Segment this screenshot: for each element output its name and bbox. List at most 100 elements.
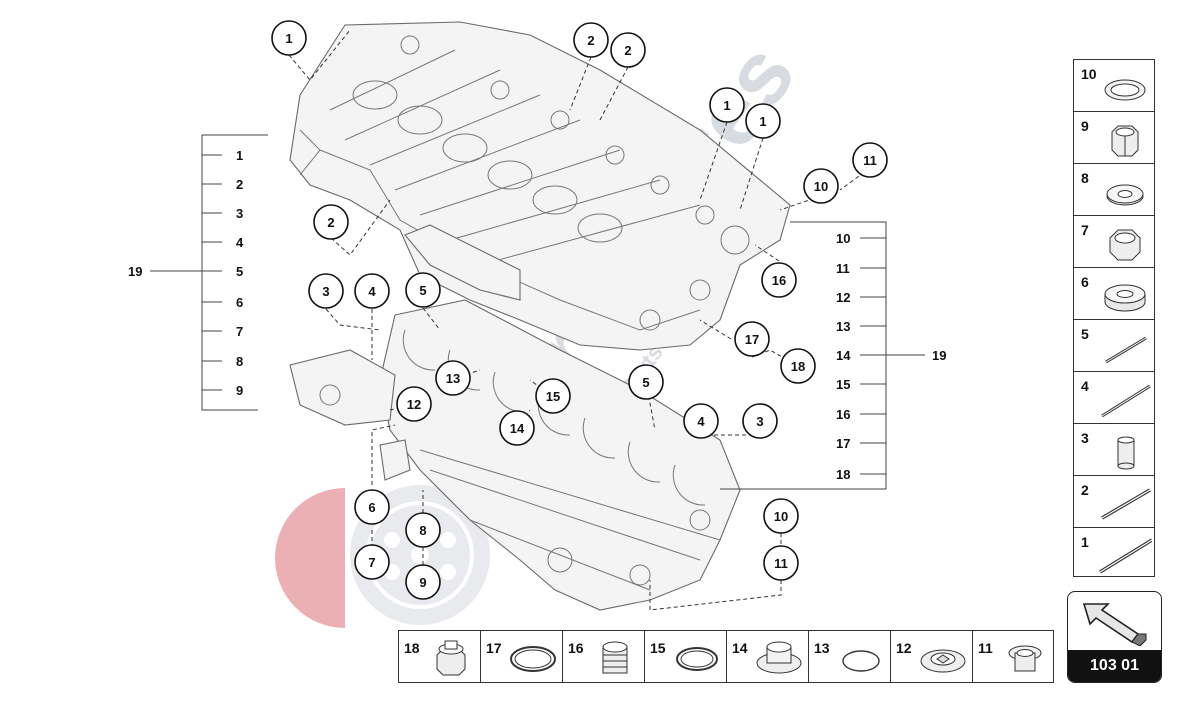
part-cell-3[interactable]: 3	[1074, 424, 1154, 476]
svg-text:3: 3	[322, 284, 329, 299]
svg-text:10: 10	[774, 509, 788, 524]
part-number: 9	[1081, 118, 1089, 134]
stud-bolt-short-icon	[1105, 336, 1147, 364]
svg-text:3: 3	[756, 414, 763, 429]
svg-text:13: 13	[446, 371, 460, 386]
callout-4[interactable]: 4	[683, 403, 719, 439]
svg-text:7: 7	[368, 555, 375, 570]
part-cell-6[interactable]: 6	[1074, 268, 1154, 320]
callout-12[interactable]: 12	[396, 386, 432, 422]
callout-1[interactable]: 1	[709, 87, 745, 123]
right-group-item: 18	[836, 467, 850, 482]
back-arrow-icon[interactable]	[1076, 598, 1156, 646]
part-number: 16	[568, 640, 584, 656]
svg-text:2: 2	[624, 43, 631, 58]
left-group-item: 7	[236, 324, 243, 339]
flat-washer-ring-icon	[1104, 79, 1146, 101]
callout-7[interactable]: 7	[354, 544, 390, 580]
part-cell-18[interactable]: 18	[399, 631, 481, 682]
part-cell-2[interactable]: 2	[1074, 476, 1154, 528]
part-number: 5	[1081, 326, 1089, 342]
part-cell-7[interactable]: 7	[1074, 216, 1154, 268]
callout-17[interactable]: 17	[734, 321, 770, 357]
hex-nut-icon	[1111, 125, 1139, 157]
right-group-items: 10 11 12 13 14 15 16 17 18	[836, 231, 851, 482]
part-cell-12[interactable]: 12	[891, 631, 973, 682]
seal-ring-icon	[842, 650, 880, 672]
right-group-item: 10	[836, 231, 850, 246]
part-cell-14[interactable]: 14	[727, 631, 809, 682]
callout-10[interactable]: 10	[803, 168, 839, 204]
navigation-box[interactable]: 103 01	[1067, 591, 1162, 683]
part-cell-8[interactable]: 8	[1074, 164, 1154, 216]
callout-9[interactable]: 9	[405, 564, 441, 600]
right-group-item: 14	[836, 348, 851, 363]
part-number: 4	[1081, 378, 1089, 394]
callout-3[interactable]: 3	[308, 273, 344, 309]
svg-text:9: 9	[419, 575, 426, 590]
callout-2[interactable]: 2	[610, 32, 646, 68]
svg-text:15: 15	[546, 389, 560, 404]
right-group-item: 11	[836, 261, 850, 276]
part-cell-16[interactable]: 16	[563, 631, 645, 682]
part-cell-10[interactable]: 10	[1074, 60, 1154, 112]
left-group-item: 1	[236, 148, 243, 163]
dowel-sleeve-icon	[1117, 436, 1135, 470]
svg-text:11: 11	[863, 153, 877, 168]
right-group-item: 16	[836, 407, 850, 422]
thick-washer-icon	[1104, 284, 1146, 312]
callout-13[interactable]: 13	[435, 360, 471, 396]
part-number: 10	[1081, 66, 1097, 82]
part-number: 13	[814, 640, 830, 656]
callout-1[interactable]: 1	[271, 20, 307, 56]
callout-4[interactable]: 4	[354, 273, 390, 309]
part-cell-17[interactable]: 17	[481, 631, 563, 682]
callout-11[interactable]: 11	[852, 142, 888, 178]
stud-bolt-icon	[1101, 488, 1151, 520]
svg-text:11: 11	[774, 556, 788, 571]
svg-text:8: 8	[419, 523, 426, 538]
parts-side-panel: 10 9 8 7 6 5 4 3 2 1	[1073, 59, 1155, 577]
callout-2[interactable]: 2	[573, 22, 609, 58]
right-group-item: 13	[836, 319, 850, 334]
svg-text:2: 2	[587, 33, 594, 48]
callout-15[interactable]: 15	[535, 378, 571, 414]
svg-text:14: 14	[510, 421, 525, 436]
callout-11[interactable]: 11	[763, 545, 799, 581]
right-group-label: 19	[932, 348, 946, 363]
callout-14[interactable]: 14	[499, 410, 535, 446]
o-ring-large-icon	[510, 646, 556, 672]
callout-10[interactable]: 10	[763, 498, 799, 534]
callout-6[interactable]: 6	[354, 489, 390, 525]
right-group-item: 17	[836, 436, 850, 451]
callout-5[interactable]: 5	[628, 364, 664, 400]
part-cell-15[interactable]: 15	[645, 631, 727, 682]
part-cell-5[interactable]: 5	[1074, 320, 1154, 372]
callouts: 1 2 2 1 1 11 10 2 16 3 4 5 17 18 13 15 1…	[271, 20, 888, 600]
callout-8[interactable]: 8	[405, 512, 441, 548]
left-group-items: 1 2 3 4 5 6 7 8 9	[236, 148, 244, 398]
left-group-item: 5	[236, 264, 243, 279]
callout-16[interactable]: 16	[761, 262, 797, 298]
callout-1[interactable]: 1	[745, 103, 781, 139]
callout-18[interactable]: 18	[780, 348, 816, 384]
part-cell-1[interactable]: 1	[1074, 528, 1154, 580]
threaded-plug-icon	[602, 641, 628, 674]
part-number: 1	[1081, 534, 1089, 550]
svg-text:4: 4	[368, 284, 376, 299]
callout-3[interactable]: 3	[742, 403, 778, 439]
callout-2[interactable]: 2	[313, 204, 349, 240]
svg-text:1: 1	[759, 114, 766, 129]
part-cell-4[interactable]: 4	[1074, 372, 1154, 424]
drain-plug-icon	[1008, 645, 1042, 672]
part-cell-13[interactable]: 13	[809, 631, 891, 682]
leader-lines	[288, 29, 871, 611]
svg-text:5: 5	[642, 375, 649, 390]
part-cell-11[interactable]: 11	[973, 631, 1055, 682]
svg-text:1: 1	[285, 31, 292, 46]
svg-text:5: 5	[419, 283, 426, 298]
left-group-item: 9	[236, 383, 243, 398]
callout-5[interactable]: 5	[405, 272, 441, 308]
right-group-item: 15	[836, 377, 850, 392]
part-cell-9[interactable]: 9	[1074, 112, 1154, 164]
